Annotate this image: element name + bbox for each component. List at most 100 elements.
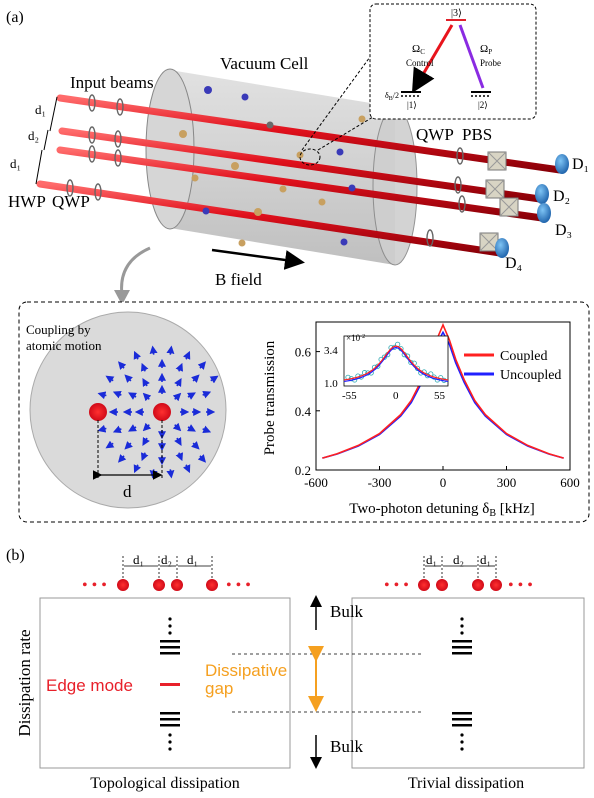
- sites-topological: • • • • • • d₁ d₂ d₁: [82, 552, 251, 594]
- diffusion-arrow: [182, 464, 191, 474]
- d2-label: d₂: [28, 128, 39, 143]
- diffusion-arrow: [191, 441, 200, 450]
- diffusion-arrow: [172, 422, 182, 432]
- zoom-line-2: [317, 113, 379, 151]
- state-3: |3⟩: [451, 8, 462, 19]
- diffusion-arrow: [117, 454, 127, 463]
- diffusion-arrow: [141, 452, 149, 462]
- delta-label: δB/2: [385, 91, 399, 102]
- diffusion-arrow: [175, 452, 183, 462]
- diffusion-arrow: [105, 375, 115, 384]
- diffusion-arrow: [202, 391, 212, 399]
- omega-p: ΩP: [480, 43, 492, 56]
- b-d1-b: d₁: [187, 552, 198, 567]
- inset-ytick-bottom: 1.0: [324, 378, 338, 390]
- y-tick-label: 0.2: [295, 463, 311, 478]
- inset-yexp: ×10-2: [346, 333, 365, 343]
- trivial-label: Trivial dissipation: [408, 775, 524, 792]
- hwp-label: HWP: [8, 192, 46, 211]
- b-d1-a: d₁: [133, 552, 144, 567]
- trivial-spectrum: [452, 617, 472, 751]
- spacing-markers: [35, 96, 58, 185]
- diffusion-arrow: [149, 345, 158, 355]
- gap-label-2: gap: [205, 679, 233, 698]
- diffusion-arrow: [97, 424, 107, 433]
- probe-arrow: [458, 24, 485, 89]
- diffusion-arrow: [209, 375, 219, 384]
- inset-plot: [343, 341, 449, 383]
- diffusion-arrow: [197, 454, 207, 463]
- chart-ylabel: Probe transmission: [262, 340, 278, 455]
- inset-point: [408, 359, 414, 366]
- x-tick-label: -600: [304, 475, 328, 490]
- dots-right-b: • • •: [508, 577, 533, 594]
- site-right: [153, 403, 171, 421]
- y-tick-label: 0.4: [295, 404, 312, 419]
- chart-lines: [322, 322, 564, 459]
- inset-xtick-mid: 0: [393, 390, 399, 402]
- qwp-left-label: QWP: [52, 192, 90, 211]
- level-diagram: |3⟩ |1⟩ |2⟩ ΩC ΩP Control Probe δB/2: [385, 8, 501, 110]
- diffusion-arrow: [141, 362, 149, 372]
- b-field-label: B field: [215, 270, 262, 289]
- inset-point: [375, 363, 381, 369]
- legend-uncoupled: Uncoupled: [500, 368, 561, 383]
- diffusion-arrow: [202, 425, 212, 433]
- coupling-line2: atomic motion: [26, 338, 102, 353]
- dots-right-a: • • •: [384, 577, 409, 594]
- edge-mode-label: Edge mode: [46, 676, 133, 695]
- diffusion-arrow: [197, 361, 207, 370]
- d1-detector-label: D₁: [572, 156, 589, 173]
- zoom-circle: [299, 148, 321, 166]
- b-ylabel: Dissipation rate: [15, 629, 34, 736]
- level-diagram-box: [369, 3, 537, 120]
- diffusion-arrow: [128, 424, 137, 432]
- b-d1-c: d₁: [426, 552, 437, 567]
- y-tick-label: 0.6: [295, 345, 312, 360]
- atoms: [179, 86, 366, 247]
- qwp-right-label: QWP: [416, 125, 454, 144]
- zoom-line-1: [301, 45, 379, 151]
- diffusion-arrow: [133, 464, 142, 474]
- diffusion-arrow: [128, 392, 137, 400]
- vacuum-cell-label: Vacuum Cell: [220, 54, 309, 73]
- d1-label-bottom: d₁: [10, 156, 21, 171]
- inset-coupled: [343, 345, 449, 381]
- waveplates: [66, 94, 466, 247]
- bulk-top-label: Bulk: [330, 602, 364, 621]
- x-tick-label: 300: [497, 475, 517, 490]
- input-beams-label: Input beams: [70, 73, 154, 92]
- diffusion-arrow: [133, 350, 142, 360]
- diffusion-arrow: [182, 350, 191, 360]
- b-field-arrow: [211, 248, 305, 270]
- chart-xlabel: Two-photon detuning δB [kHz]: [349, 501, 535, 519]
- diffusion-arrow: [174, 378, 182, 387]
- gap-label-1: Dissipative: [205, 661, 287, 680]
- diffusion-arrow: [174, 437, 182, 446]
- sites-trivial: • • • • • • d₁ d₂ d₁: [384, 552, 533, 594]
- d-label: d: [123, 482, 132, 501]
- diffusion-arrow: [142, 378, 150, 387]
- diffusion-arrow: [166, 345, 175, 355]
- x-tick-label: -300: [368, 475, 392, 490]
- topological-spectrum: [160, 617, 180, 751]
- pbs-cubes: [479, 151, 519, 252]
- diffusion-arrow: [142, 437, 150, 446]
- diffusion-arrow: [124, 441, 133, 450]
- control-label: Control: [406, 58, 434, 68]
- diffusion-arrow: [172, 392, 182, 402]
- beams: [36, 94, 564, 257]
- b-d2-a: d₂: [161, 552, 172, 567]
- diffusion-arrow: [187, 392, 196, 400]
- bulk-bottom-label: Bulk: [330, 737, 364, 756]
- inset-xtick-right: 55: [434, 390, 446, 402]
- topological-label: Topological dissipation: [90, 775, 240, 792]
- diffusion-arrow: [142, 422, 152, 432]
- inset-xtick-left: -55: [342, 390, 357, 402]
- omega-c: ΩC: [412, 43, 425, 56]
- edge-mode-line: [160, 683, 180, 686]
- diffusion-arrow: [124, 374, 133, 383]
- detectors: [495, 154, 569, 258]
